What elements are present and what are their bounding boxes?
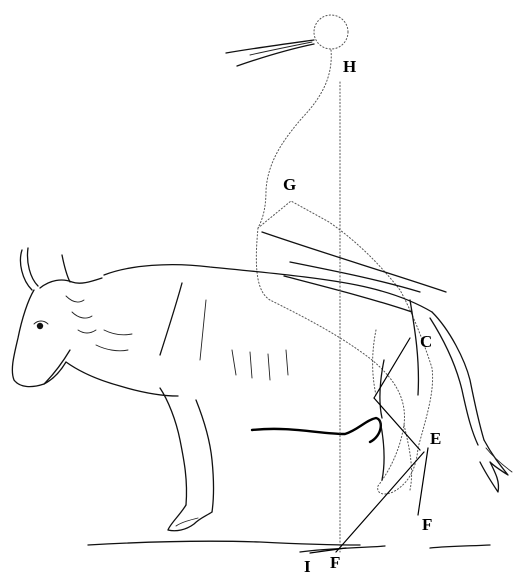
guide-E-to-F-lower	[336, 452, 424, 552]
label-F-lower: F	[330, 553, 340, 572]
guide-E-to-F-upper	[418, 448, 428, 515]
cow-drawing	[12, 248, 512, 552]
label-E: E	[430, 429, 441, 448]
label-C: C	[420, 332, 432, 351]
label-G: G	[283, 175, 296, 194]
label-F-upper: F	[422, 515, 432, 534]
cow-belly	[252, 418, 381, 442]
label-H: H	[343, 57, 356, 76]
point-labels: H G C E F F I	[283, 57, 441, 574]
guide-C-to-knee	[374, 338, 410, 398]
bird-head	[314, 15, 348, 49]
bird-outline	[256, 15, 432, 494]
bird-leg-dotted	[404, 425, 412, 490]
bird-neck-outline	[256, 50, 432, 494]
bird-wing-lines	[262, 232, 446, 312]
bird-beak	[226, 40, 314, 66]
cow-eye	[37, 323, 43, 329]
label-I: I	[304, 557, 311, 574]
measurement-guides	[310, 82, 428, 553]
